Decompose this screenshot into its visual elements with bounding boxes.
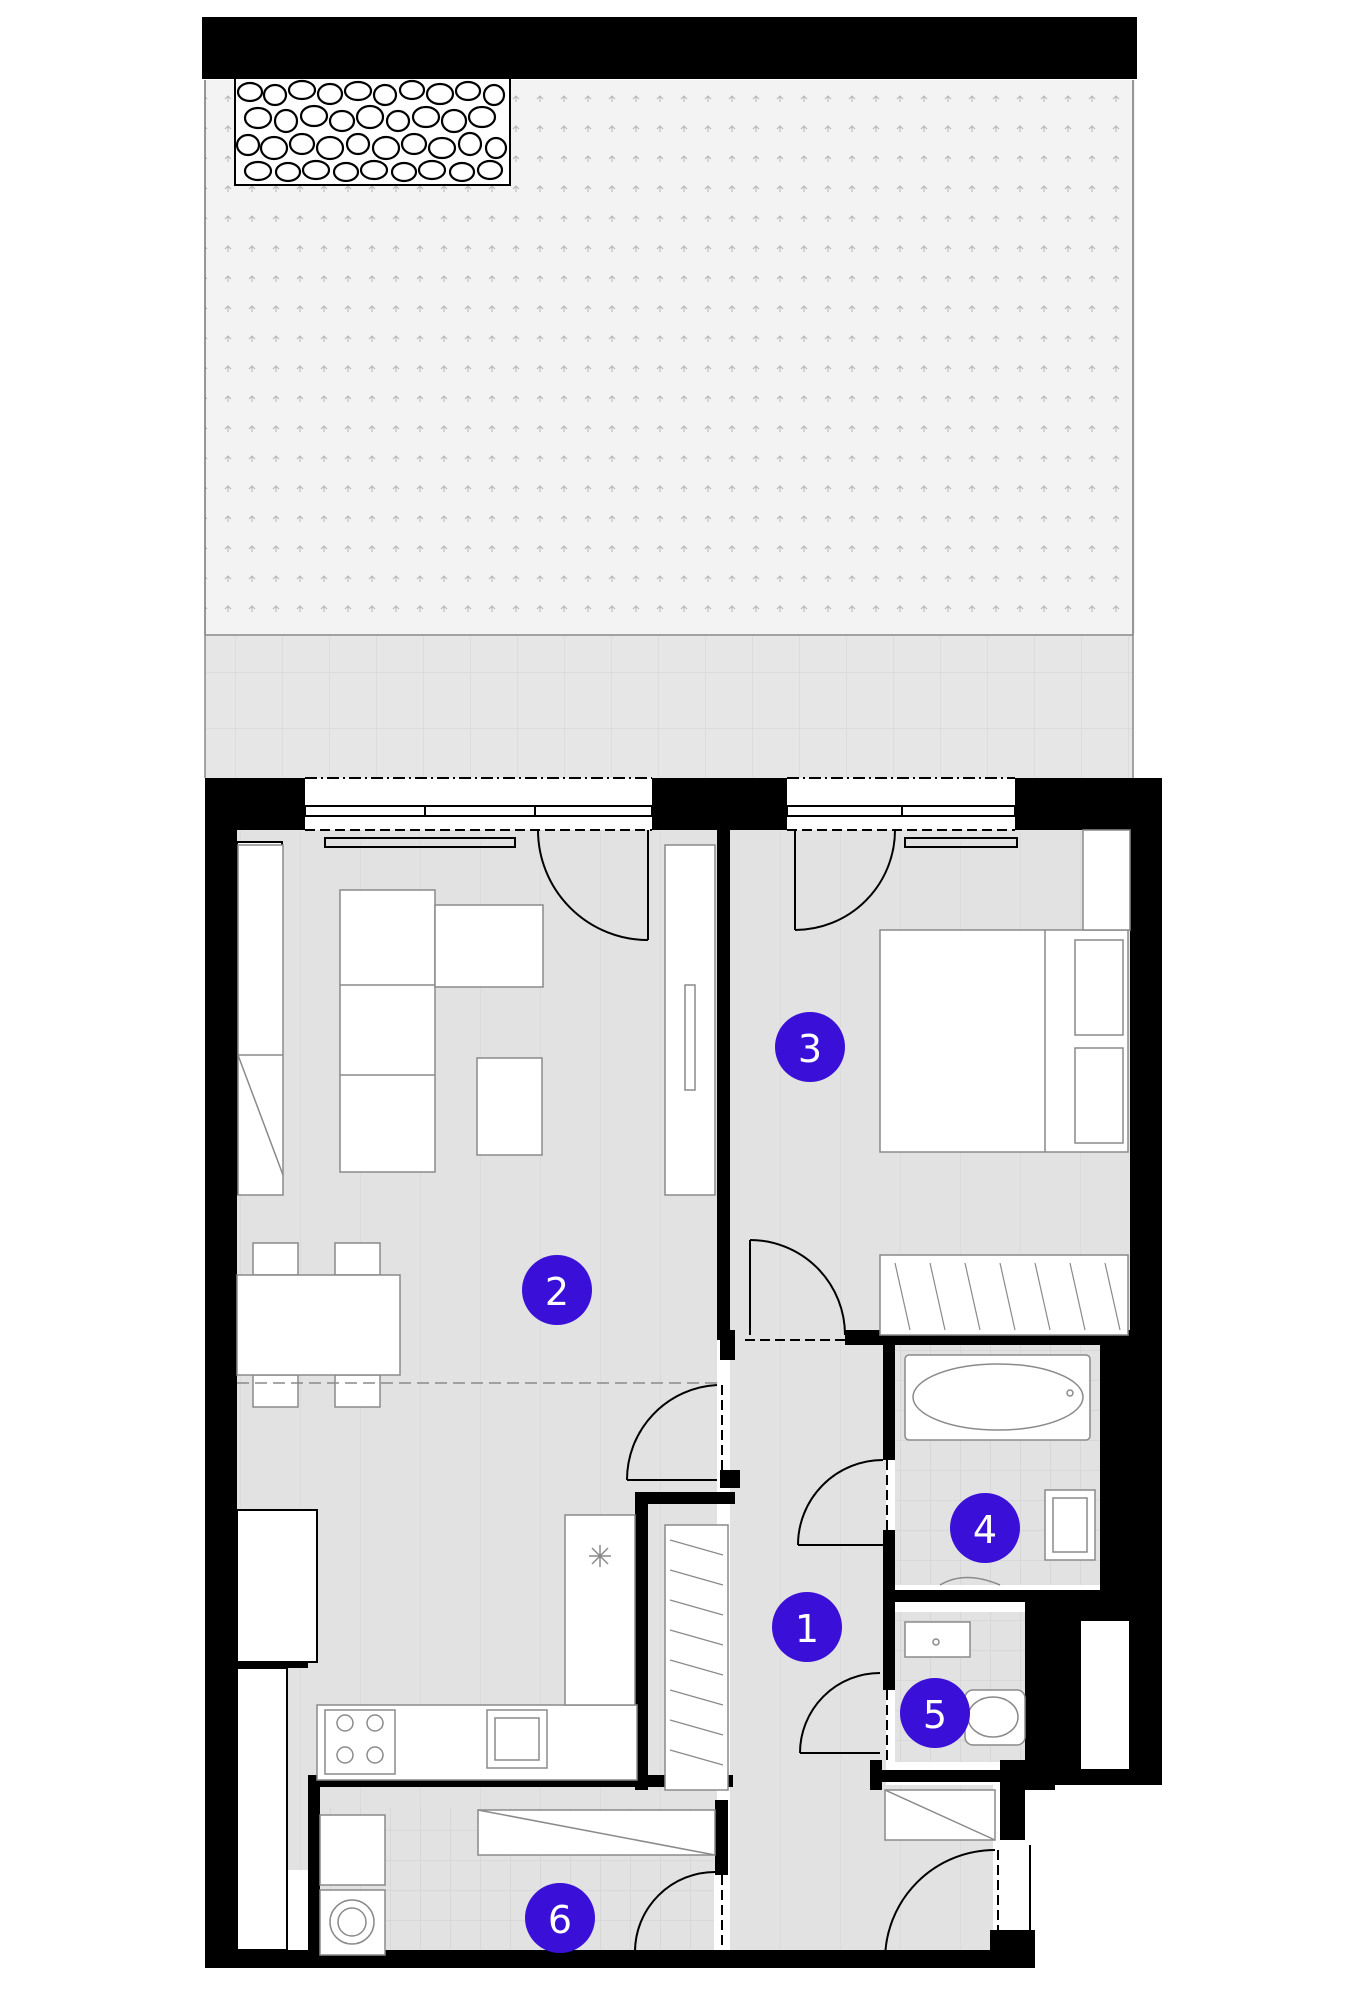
- tv-unit: [664, 844, 716, 1196]
- dining-chair: [334, 1242, 381, 1276]
- bathtub: [904, 1354, 1091, 1441]
- terrace-door-bedroom: [794, 829, 896, 931]
- room-badge-2: 2: [522, 1255, 592, 1325]
- walls: [205, 778, 1162, 1968]
- room-badge-4: 4: [950, 1493, 1020, 1563]
- room-label-1: 1: [795, 1607, 819, 1651]
- pillow: [1074, 1047, 1124, 1144]
- stone-bed: [234, 77, 511, 186]
- cooktop: [324, 1709, 396, 1775]
- room-badge-3: 3: [775, 1012, 845, 1082]
- coffee-table: [476, 1057, 543, 1156]
- bedroom-door: [749, 1239, 846, 1336]
- sofa: [339, 889, 436, 1173]
- room-badges: 1 2 3 4 5 6: [522, 1012, 1020, 1953]
- terrace-door-living: [537, 829, 649, 941]
- bedroom-wardrobe: [879, 1254, 1129, 1336]
- dining-chair: [334, 1374, 381, 1408]
- room-badge-5: 5: [900, 1678, 970, 1748]
- kitchen-sink: [486, 1709, 548, 1769]
- room-label-5: 5: [923, 1693, 947, 1737]
- bookshelf: [237, 844, 284, 1196]
- sofa-chaise: [434, 904, 544, 988]
- bathroom-door: [797, 1459, 884, 1546]
- dining-chair: [252, 1242, 299, 1276]
- garden-wall: [202, 17, 1137, 79]
- room-badge-6: 6: [525, 1883, 595, 1953]
- windows: [304, 777, 1018, 848]
- room-label-3: 3: [798, 1027, 822, 1071]
- dining-chair: [252, 1374, 299, 1408]
- living-door: [625, 1384, 718, 1481]
- room-badge-1: 1: [772, 1592, 842, 1662]
- room-label-6: 6: [548, 1898, 572, 1942]
- toilet-door: [799, 1672, 881, 1754]
- terrace: [204, 634, 1134, 778]
- garden: [202, 17, 1137, 635]
- dining-table: [236, 1274, 401, 1376]
- room-label-4: 4: [973, 1508, 997, 1552]
- furniture: [236, 829, 1131, 1956]
- entrance-door: [884, 1849, 996, 1961]
- bedside-cabinet: [1082, 829, 1131, 931]
- utility-door: [634, 1871, 716, 1953]
- terrace-paving: [205, 635, 1133, 778]
- kitchen-counter-side: [564, 1514, 636, 1706]
- room-label-2: 2: [545, 1270, 569, 1314]
- floors: [237, 830, 1130, 1960]
- wardrobe: [664, 1524, 729, 1791]
- doors: [537, 829, 1031, 1961]
- dryer: [319, 1814, 386, 1886]
- pillow: [1074, 939, 1124, 1036]
